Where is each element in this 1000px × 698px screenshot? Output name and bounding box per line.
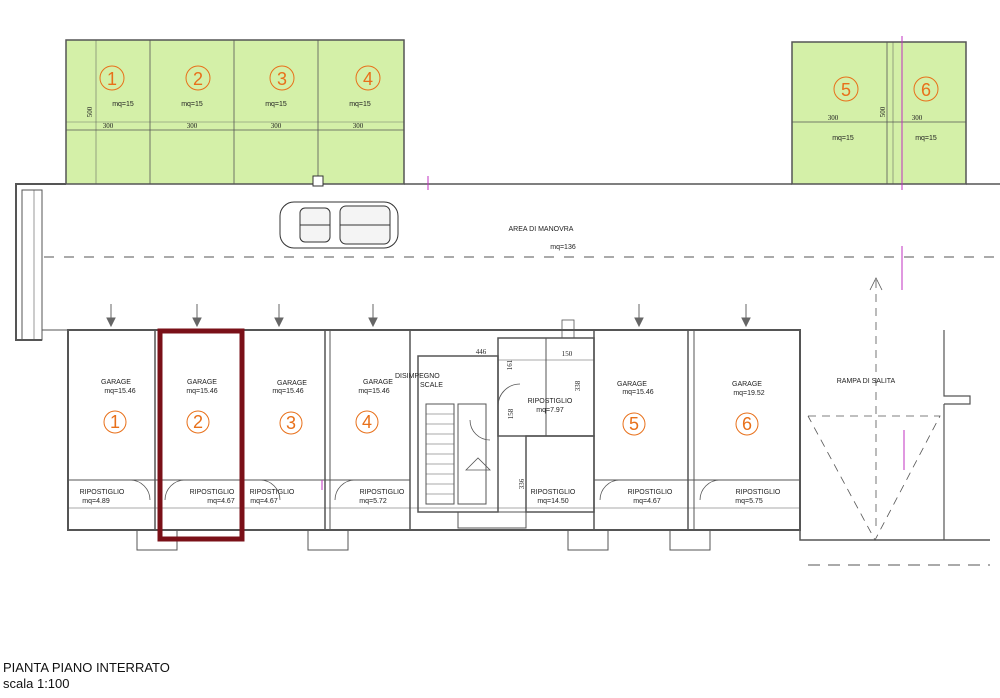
rip-upper-label: RIPOSTIGLIO [528, 398, 573, 405]
rip-area: mq=4.67 [633, 498, 661, 505]
garage-area: mq=15.46 [186, 388, 217, 395]
garage-5: GARAGE mq=15.46 5 RIPOSTIGLIO mq=4.67 [617, 381, 673, 505]
parking-width: 300 [828, 114, 839, 122]
manovra-area: mq=136 [550, 244, 576, 251]
parking-spot-2: 2 mq=15 300 [181, 65, 211, 130]
garage-number: 2 [193, 412, 203, 432]
selected-garage-highlight [157, 328, 245, 542]
garage-number: 6 [742, 414, 752, 434]
rip-upper-area: mq=7.97 [536, 407, 564, 414]
rip-area: mq=5.75 [735, 498, 763, 505]
parking-area: mq=15 [832, 135, 854, 142]
scale-label: SCALE [420, 382, 443, 389]
garage-3: GARAGE mq=15.46 3 RIPOSTIGLIO mq=4.67 [250, 380, 308, 505]
rip-area: mq=4.67 [207, 498, 235, 505]
rip-label: RIPOSTIGLIO [80, 489, 125, 496]
parking-area: mq=15 [112, 101, 134, 108]
parking-width: 300 [271, 122, 282, 130]
rampa-label: RAMPA DI SALITA [837, 378, 896, 385]
rip-label: RIPOSTIGLIO [628, 489, 673, 496]
rip-area: mq=4.67 [250, 498, 278, 505]
garage-area: mq=15.46 [622, 389, 653, 396]
center-block [417, 319, 595, 529]
garage-4: GARAGE mq=15.46 4 RIPOSTIGLIO mq=5.72 [355, 379, 405, 505]
parking-depth-right: 500 [879, 106, 887, 117]
garage-1: GARAGE mq=15.46 1 RIPOSTIGLIO mq=4.89 [80, 379, 136, 505]
center-labels: DISIMPEGNO SCALE 446 150 338 158 336 161… [395, 348, 582, 505]
garage-area: mq=15.46 [104, 388, 135, 395]
dim-150: 150 [562, 350, 573, 358]
parking-number: 4 [363, 69, 373, 89]
garage-area: mq=15.46 [358, 388, 389, 395]
rip-area: mq=4.89 [82, 498, 110, 505]
dim-336: 336 [518, 478, 526, 489]
rip-label: RIPOSTIGLIO [360, 489, 405, 496]
parking-area: mq=15 [349, 101, 371, 108]
disimpegno-label: DISIMPEGNO [395, 373, 440, 380]
parking-area: mq=15 [915, 135, 937, 142]
manovra-label: AREA DI MANOVRA mq=136 [509, 226, 576, 251]
parking-area: mq=15 [265, 101, 287, 108]
garage-area: mq=15.46 [272, 388, 303, 395]
axis-marks [321, 36, 905, 490]
garage-number: 5 [629, 414, 639, 434]
dim-338: 338 [574, 380, 582, 391]
entry-arrows [106, 304, 751, 328]
parking-spot-4: 4 mq=15 300 [349, 65, 381, 130]
rip-label: RIPOSTIGLIO [250, 489, 295, 496]
parking-spot-6: 6 300 mq=15 [912, 76, 939, 142]
parking-block-right [791, 41, 967, 185]
parking-width: 300 [912, 114, 923, 122]
garage-label: GARAGE [617, 381, 647, 388]
parking-number: 6 [921, 80, 931, 100]
garage-label: GARAGE [187, 379, 217, 386]
garage-label: GARAGE [101, 379, 131, 386]
garage-area: mq=19.52 [733, 390, 764, 397]
plan-title: PIANTA PIANO INTERRATO [3, 660, 170, 675]
parking-number: 2 [193, 69, 203, 89]
parking-spot-1: 1 mq=15 300 [99, 65, 134, 130]
dim-446: 446 [476, 348, 487, 356]
garage-label: GARAGE [732, 381, 762, 388]
garage-number: 3 [286, 413, 296, 433]
parking-number: 5 [841, 80, 851, 100]
garage-building [67, 329, 801, 551]
rip-label: RIPOSTIGLIO [190, 489, 235, 496]
dim-161: 161 [506, 359, 514, 370]
garage-number: 4 [362, 412, 372, 432]
garage-2: GARAGE mq=15.46 2 RIPOSTIGLIO mq=4.67 [186, 379, 235, 505]
parking-width: 300 [103, 122, 114, 130]
parking-number: 1 [107, 69, 117, 89]
parking-depth-left: 500 [86, 106, 94, 117]
garage-6: GARAGE mq=19.52 6 RIPOSTIGLIO mq=5.75 [732, 381, 781, 505]
parking-spot-3: 3 mq=15 300 [265, 65, 295, 130]
garage-label: GARAGE [363, 379, 393, 386]
manovra-title: AREA DI MANOVRA [509, 226, 574, 233]
parking-width: 300 [353, 122, 364, 130]
garage-label: GARAGE [277, 380, 307, 387]
rip-area: mq=5.72 [359, 498, 387, 505]
parking-width: 300 [187, 122, 198, 130]
parking-area: mq=15 [181, 101, 203, 108]
car-icon [279, 201, 399, 249]
garage-number: 1 [110, 412, 120, 432]
parking-number: 3 [277, 69, 287, 89]
dim-158: 158 [507, 408, 515, 419]
rip-lower-area: mq=14.50 [537, 498, 568, 505]
parking-spot-5: 5 300 mq=15 [828, 76, 859, 142]
rip-label: RIPOSTIGLIO [736, 489, 781, 496]
rip-lower-label: RIPOSTIGLIO [531, 489, 576, 496]
plan-scale: scala 1:100 [3, 676, 70, 691]
parking-block-left [65, 39, 405, 187]
